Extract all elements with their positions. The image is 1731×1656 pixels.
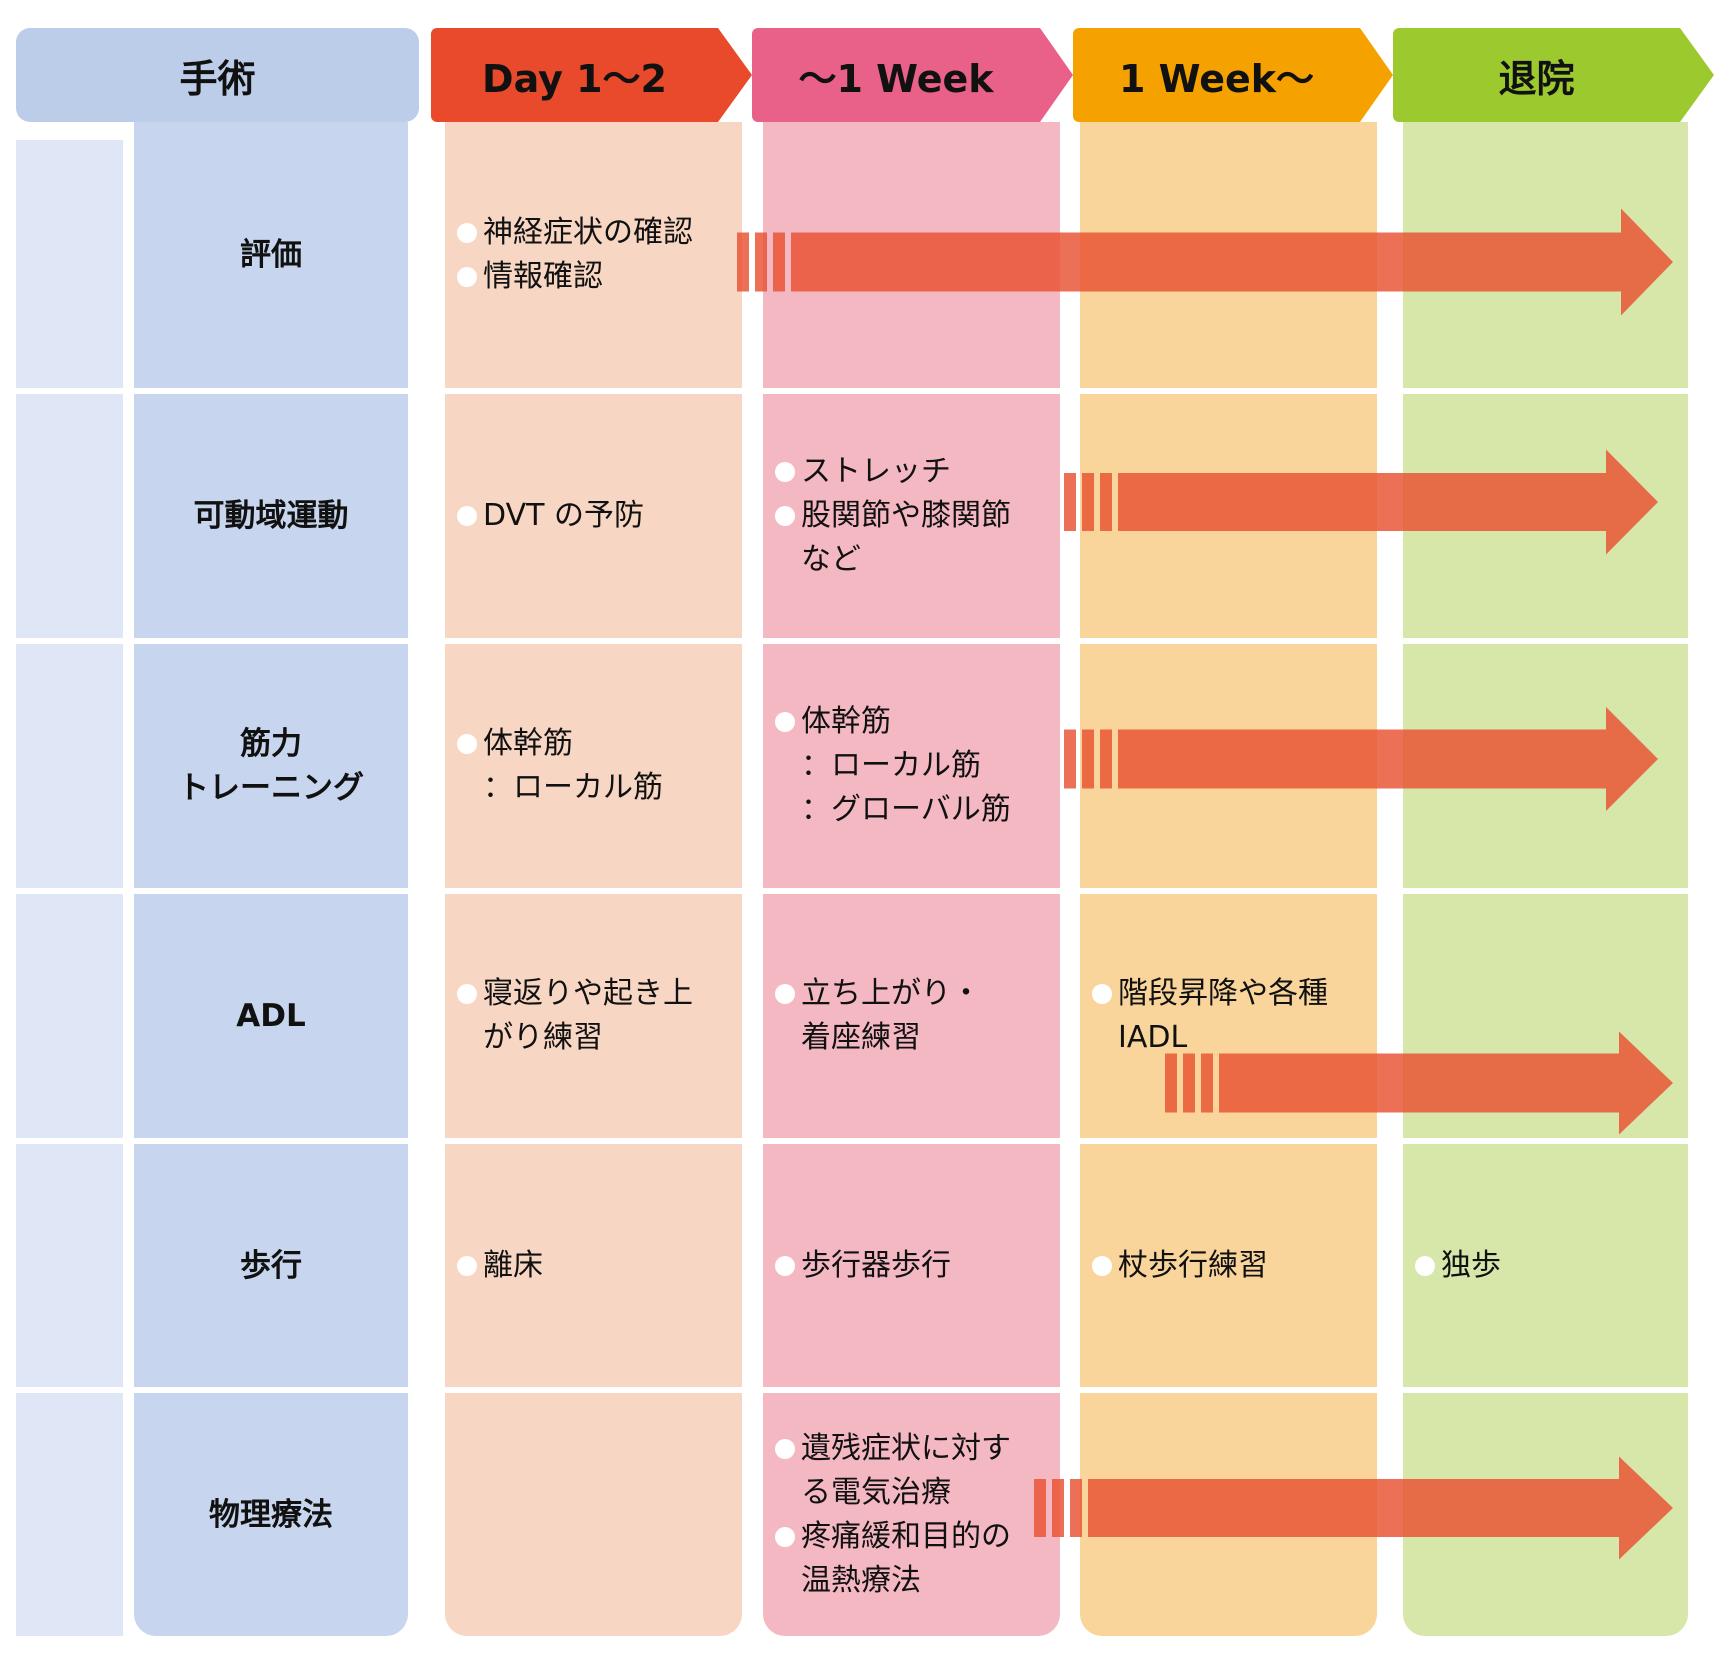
header-phase-1: 〜1 Week	[752, 28, 1073, 122]
row-divider	[0, 1138, 1731, 1144]
bullet-item: ストレッチ	[763, 450, 1080, 494]
header-phase-3: 退院	[1393, 28, 1714, 122]
bullet-text: 杖歩行練習	[1118, 1247, 1268, 1283]
bullet-text: ストレッチ	[801, 454, 951, 489]
bullet-item: 股関節や膝関節 など	[763, 494, 1080, 582]
bullet-text: 歩行器歩行	[801, 1247, 951, 1283]
row-divider	[0, 1387, 1731, 1393]
timeline-cell	[1080, 1393, 1397, 1636]
header-phase-2: 1 Week〜	[1073, 28, 1393, 122]
bullet-dot-icon	[457, 223, 477, 243]
timeline-cell: 歩行器歩行	[763, 1144, 1080, 1387]
row-divider	[0, 388, 1731, 394]
row-label: 物理療法	[209, 1496, 333, 1533]
bullet-dot-icon	[457, 984, 477, 1004]
timeline-cell: DVT の予防	[445, 394, 762, 638]
phase-column-2	[1080, 122, 1377, 1636]
timeline-cell: 立ち上がり・ 着座練習	[763, 894, 1080, 1138]
bullet-item: 杖歩行練習	[1080, 1244, 1397, 1288]
bullet-item: 立ち上がり・ 着座練習	[763, 972, 1080, 1060]
bullet-dot-icon	[1415, 1255, 1435, 1276]
bullet-item: 寝返りや起き上 がり練習	[445, 972, 762, 1060]
bullet-text: 股関節や膝関節 など	[801, 498, 1011, 577]
row-divider	[0, 888, 1731, 894]
timeline-cell: ストレッチ股関節や膝関節 など	[763, 394, 1080, 638]
row-divider	[0, 638, 1731, 644]
timeline-cell: 体幹筋 ：ローカル筋	[445, 644, 762, 888]
timeline-cell: 寝返りや起き上 がり練習	[445, 894, 762, 1138]
timeline-cell: 階段昇降や各種 IADL	[1080, 894, 1397, 1138]
header-phase-0: Day 1〜2	[431, 28, 752, 122]
row-label: 筋力 トレーニング	[178, 726, 364, 806]
bullet-item: 離床	[445, 1244, 762, 1288]
bullet-dot-icon	[1092, 984, 1112, 1004]
column-gap	[123, 122, 134, 1636]
bullet-text: 神経症状の確認	[483, 215, 693, 250]
header-surgery: 手術	[16, 28, 419, 122]
bullet-text: 離床	[483, 1247, 543, 1283]
bullet-dot-icon	[457, 506, 477, 526]
bullet-text: 独歩	[1441, 1247, 1501, 1283]
bullet-text: DVT の予防	[483, 498, 644, 533]
bullet-text: 階段昇降や各種 IADL	[1118, 976, 1328, 1055]
bullet-text: 体幹筋 ：ローカル筋	[483, 726, 663, 805]
row-label: 可動域運動	[193, 498, 349, 534]
bullet-dot-icon	[1092, 1255, 1112, 1276]
timeline-cell	[1080, 122, 1397, 388]
bullet-text: 遺残症状に対す る電気治療	[801, 1430, 1011, 1510]
bullet-text: 体幹筋 ：ローカル筋 ：グローバル筋	[801, 704, 1011, 827]
timeline-cell: 独歩	[1403, 1144, 1708, 1387]
timeline-cell: 遺残症状に対す る電気治療疼痛緩和目的の 温熱療法	[763, 1393, 1080, 1636]
bullet-dot-icon	[775, 462, 795, 482]
bullet-item: DVT の予防	[445, 494, 762, 538]
bullet-dot-icon	[775, 506, 795, 526]
bullet-item: 遺残症状に対す る電気治療	[763, 1427, 1080, 1515]
bullet-text: 情報確認	[483, 259, 603, 294]
bullet-dot-icon	[775, 712, 795, 732]
timeline-cell: 体幹筋 ：ローカル筋 ：グローバル筋	[763, 644, 1080, 888]
bullet-item: 体幹筋 ：ローカル筋 ：グローバル筋	[763, 700, 1080, 832]
timeline-cell	[1403, 894, 1708, 1138]
timeline-cell	[445, 1393, 762, 1636]
bullet-item: 神経症状の確認	[445, 211, 762, 255]
bullet-dot-icon	[457, 267, 477, 287]
timeline-cell	[763, 122, 1080, 388]
timeline-cell: 離床	[445, 1144, 762, 1387]
bullet-dot-icon	[775, 984, 795, 1004]
bullet-text: 寝返りや起き上 がり練習	[483, 976, 693, 1055]
bullet-dot-icon	[457, 734, 477, 754]
timeline-cell	[1403, 122, 1708, 388]
bullet-text: 疼痛緩和目的の 温熱療法	[801, 1518, 1011, 1598]
bullet-dot-icon	[457, 1255, 477, 1276]
bullet-item: 独歩	[1403, 1244, 1708, 1288]
bullet-dot-icon	[775, 1526, 795, 1547]
bullet-item: 階段昇降や各種 IADL	[1080, 972, 1397, 1060]
bullet-item: 情報確認	[445, 255, 762, 299]
phase-column-1	[763, 122, 1060, 1636]
bullet-dot-icon	[775, 1255, 795, 1276]
timeline-cell	[1080, 394, 1397, 638]
timeline-cell	[1403, 394, 1708, 638]
timeline-cell	[1080, 644, 1397, 888]
phase-column-3	[1403, 122, 1688, 1636]
label-column	[134, 122, 408, 1636]
timeline-cell: 神経症状の確認情報確認	[445, 122, 762, 388]
row-label: 歩行	[240, 1247, 302, 1284]
bullet-item: 体幹筋 ：ローカル筋	[445, 722, 762, 810]
bullet-item: 疼痛緩和目的の 温熱療法	[763, 1515, 1080, 1603]
bullet-dot-icon	[775, 1438, 795, 1459]
row-label: ADL	[236, 998, 306, 1034]
bullet-text: 立ち上がり・ 着座練習	[801, 976, 981, 1055]
timeline-cell	[1403, 1393, 1708, 1636]
timeline-cell: 杖歩行練習	[1080, 1144, 1397, 1387]
phase-column-0	[445, 122, 742, 1636]
row-label: 評価	[240, 237, 302, 273]
bullet-item: 歩行器歩行	[763, 1244, 1080, 1288]
timeline-cell	[1403, 644, 1708, 888]
